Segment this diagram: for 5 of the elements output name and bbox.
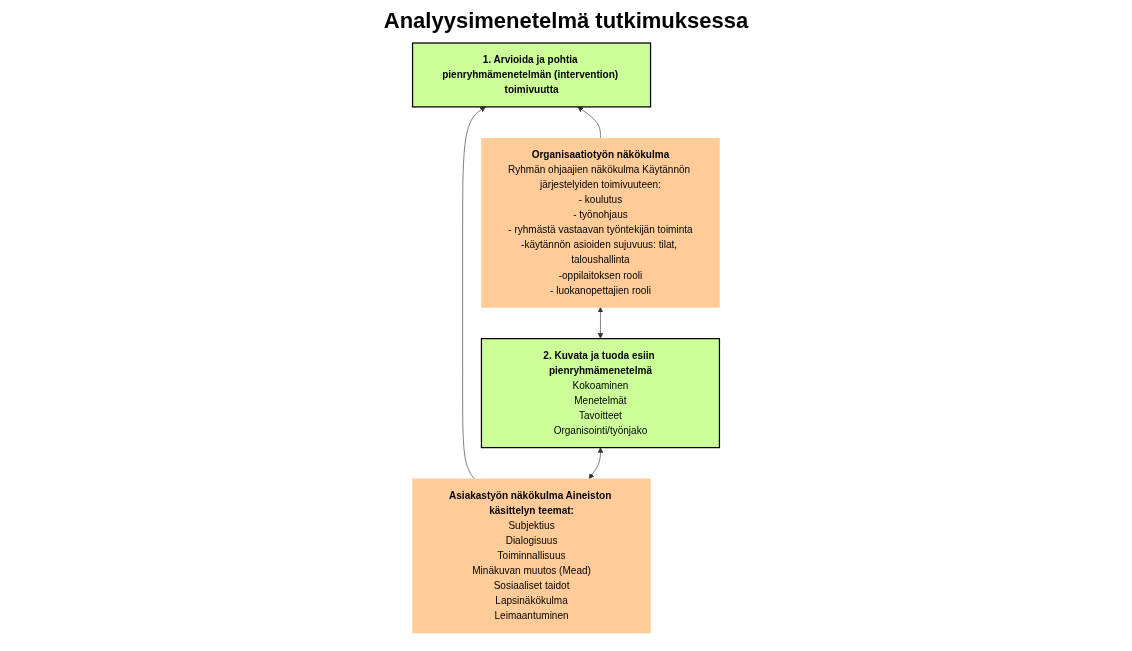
- node-box: 2. Kuvata ja tuoda esiin pienryhmämenetelmä Kokoaminen Menetelmät Tavoitteet Organisointi/työnjako: [480, 338, 721, 449]
- node-box: 1. Arvioida ja pohtia pienryhmämenetelmän (intervention) toimivuutta: [411, 42, 652, 108]
- node-box: Asiakastyön näkökulma Aineiston käsittelyn teemat: Subjektius Dialogisuus Toiminnallisuus Minäkuvan muutos (Mead) Sosiaaliset taidot Lapsinäkökulma Leimaantuminen: [412, 478, 651, 634]
- diagram-title: Analyysimenetelmä tutkimuksessa: [382, 8, 750, 34]
- node-box: Organisaatiotyön näkökulma Ryhmän ohjaajien näkökulma Käytännön järjestelyiden toimivuuteen: - koulutus - työnohjaus - ryhmästä vastaavan työntekijän toiminta -käytännön asioiden sujuvuus: tilat, taloushallinta -oppilaitoksen rooli - luokanopettajien rooli: [481, 137, 720, 308]
